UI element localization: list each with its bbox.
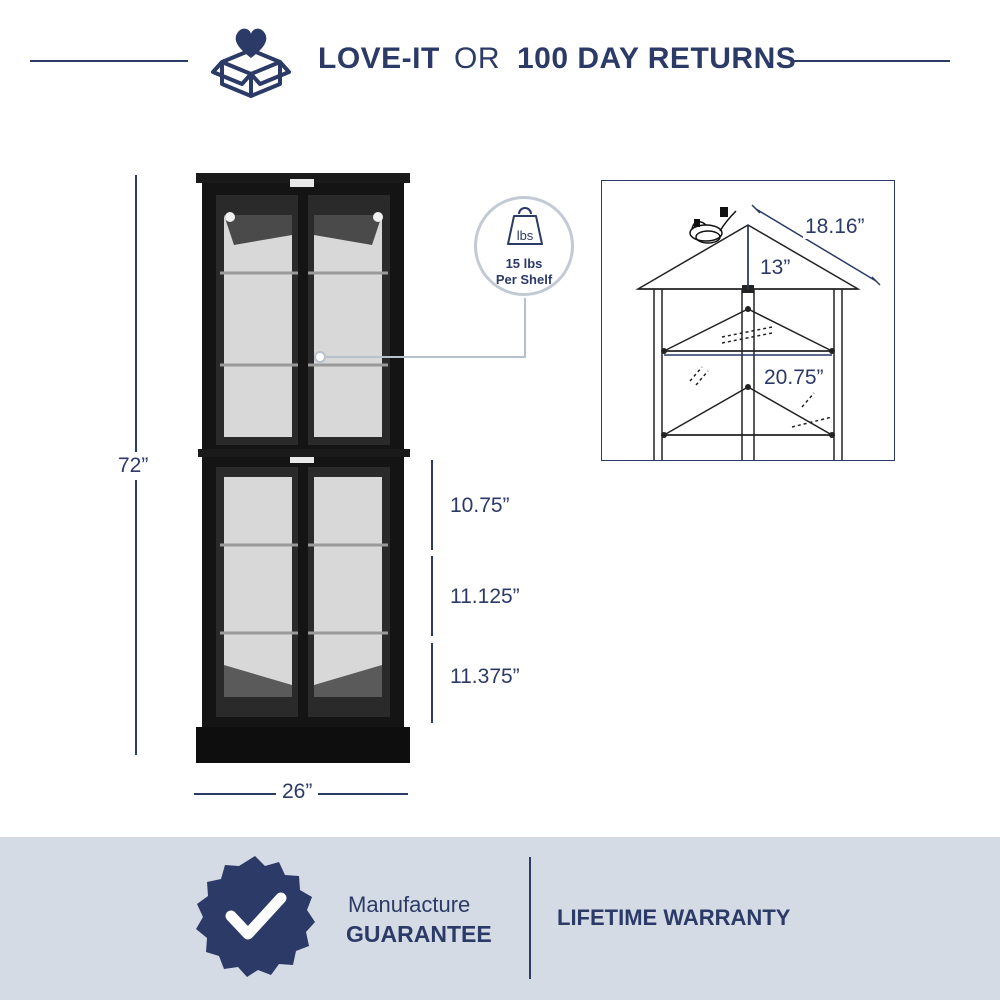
footer-divider <box>529 857 531 979</box>
cabinet-top-detail <box>635 204 881 460</box>
guarantee-banner: Manufacture GUARANTEE LIFETIME WARRANTY <box>0 837 1000 1000</box>
weight-unit-label: Per Shelf <box>495 272 553 287</box>
shelf-spacing-line-2 <box>431 556 433 636</box>
guarantee-line-2: GUARANTEE <box>346 921 492 947</box>
shelf-width-label: 20.75” <box>762 366 826 390</box>
header-rule-right <box>792 60 950 62</box>
weight-icon <box>507 207 543 245</box>
warranty-label: LIFETIME WARRANTY <box>557 905 791 930</box>
shelf-spacing-1: 10.75” <box>450 494 510 517</box>
width-label: 26” <box>276 780 319 804</box>
guarantee-line-1: Manufacture <box>348 892 471 917</box>
height-label: 72” <box>118 452 149 480</box>
shelf-spacing-line-1 <box>431 460 433 550</box>
weight-value: 15 lbs <box>505 256 543 271</box>
shelf-spacing-3: 11.375” <box>450 665 520 688</box>
depth-label: 18.16” <box>803 215 867 239</box>
callout-connector <box>314 298 526 363</box>
weight-badge <box>474 196 574 296</box>
top-height-label: 13” <box>758 256 793 280</box>
love-it-label: LOVE-IT <box>318 42 440 75</box>
or-label: OR <box>454 42 500 75</box>
heart-box-icon <box>211 28 291 98</box>
weight-icon-label: lbs <box>516 228 534 243</box>
detail-view-frame <box>601 180 895 461</box>
shelf-spacing-line-3 <box>431 643 433 723</box>
check-badge-icon <box>196 856 315 977</box>
returns-label: 100 DAY RETURNS <box>517 42 797 75</box>
header-rule-left <box>30 60 188 62</box>
curio-cabinet-image <box>196 173 410 763</box>
shelf-spacing-2: 11.125” <box>450 585 520 608</box>
